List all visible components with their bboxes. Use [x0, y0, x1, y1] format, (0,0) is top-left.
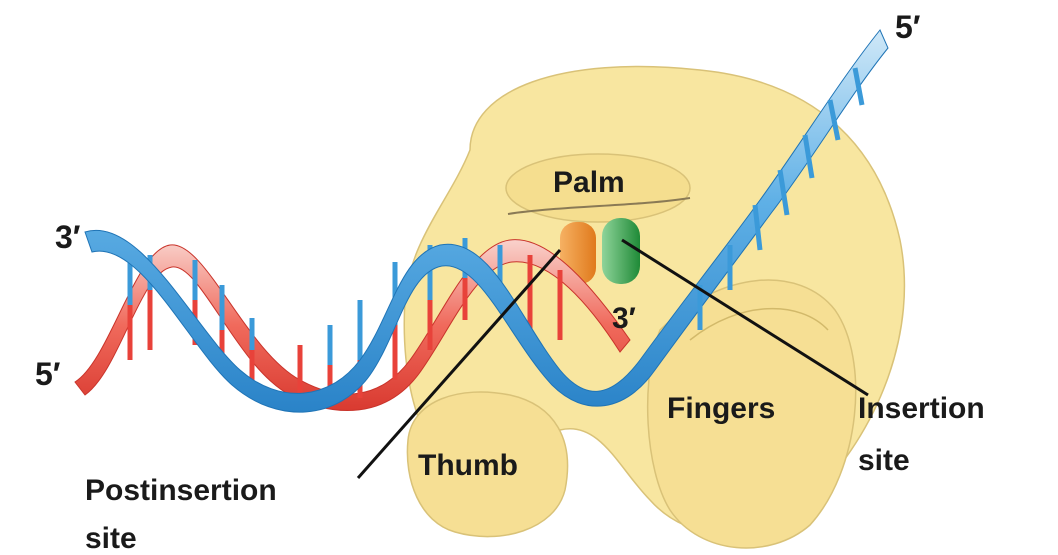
label-fingers: Fingers [667, 392, 775, 425]
insertion-site [602, 218, 640, 284]
label-postinsertion-site-line2: site [85, 522, 137, 555]
label-3-prime-primer: 3′ [612, 302, 636, 335]
label-5-prime-top: 5′ [895, 9, 921, 45]
label-postinsertion-site-line1: Postinsertion [85, 474, 277, 507]
label-thumb: Thumb [418, 449, 518, 482]
label-3-prime-left: 3′ [55, 219, 81, 255]
label-insertion-site-line2: site [858, 444, 910, 477]
label-5-prime-left: 5′ [35, 356, 61, 392]
label-palm: Palm [553, 166, 625, 199]
label-insertion-site-line1: Insertion [858, 392, 985, 425]
